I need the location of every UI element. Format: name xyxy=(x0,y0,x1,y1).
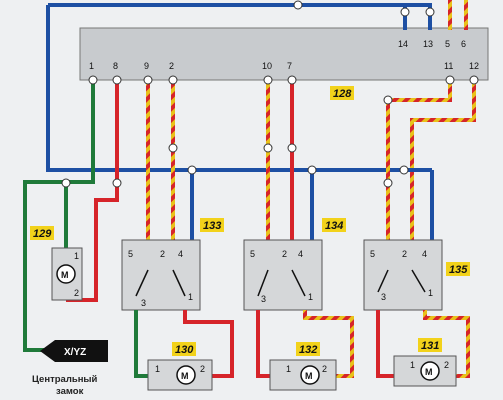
svg-text:1: 1 xyxy=(74,251,79,261)
svg-text:M: M xyxy=(181,371,189,381)
svg-text:6: 6 xyxy=(461,39,466,49)
svg-text:M: M xyxy=(61,270,69,280)
svg-text:2: 2 xyxy=(169,61,174,71)
svg-text:132: 132 xyxy=(299,344,317,356)
switch-134: 134 5 2 4 3 1 xyxy=(243,218,346,311)
svg-text:2: 2 xyxy=(200,364,205,374)
wire-striped2-135 xyxy=(410,80,476,240)
svg-text:134: 134 xyxy=(325,220,343,232)
svg-text:M: M xyxy=(305,371,313,381)
svg-text:12: 12 xyxy=(469,61,479,71)
caption-line2: замок xyxy=(56,386,84,397)
svg-text:11: 11 xyxy=(444,61,453,71)
wire-red-129 xyxy=(66,80,119,302)
svg-text:5: 5 xyxy=(445,39,450,49)
svg-text:131: 131 xyxy=(421,340,439,352)
wire-striped-135 xyxy=(386,80,452,240)
wire-blue-pin13 xyxy=(405,3,432,30)
switch-135: 135 5 2 4 3 1 xyxy=(363,239,470,311)
svg-text:8: 8 xyxy=(113,61,118,71)
svg-text:1: 1 xyxy=(89,61,94,71)
svg-text:10: 10 xyxy=(262,61,272,71)
svg-text:135: 135 xyxy=(449,264,468,276)
svg-text:2: 2 xyxy=(444,360,449,370)
svg-text:133: 133 xyxy=(203,220,221,232)
svg-text:1: 1 xyxy=(155,364,160,374)
wire-striped-132 xyxy=(303,310,354,378)
svg-text:2: 2 xyxy=(402,249,407,259)
label-129: 129 xyxy=(33,228,52,240)
motor-132: M 1 2 132 xyxy=(269,342,337,391)
wire-green-129 xyxy=(23,80,95,352)
label-box-129 xyxy=(30,226,54,240)
svg-text:1: 1 xyxy=(188,292,193,302)
svg-text:5: 5 xyxy=(370,249,375,259)
svg-text:4: 4 xyxy=(422,249,427,259)
svg-text:3: 3 xyxy=(141,298,146,308)
control-unit-pins: 1 8 9 2 10 7 11 12 14 13 5 6 xyxy=(89,39,479,71)
svg-text:5: 5 xyxy=(128,249,133,259)
svg-text:2: 2 xyxy=(322,364,327,374)
svg-text:1: 1 xyxy=(308,292,313,302)
svg-text:14: 14 xyxy=(398,39,408,49)
wire-blue-top xyxy=(46,5,404,172)
svg-text:2: 2 xyxy=(160,249,165,259)
wire-striped-131 xyxy=(423,310,470,378)
svg-text:13: 13 xyxy=(423,39,433,49)
svg-text:7: 7 xyxy=(287,61,292,71)
junction-top xyxy=(293,0,303,10)
svg-text:M: M xyxy=(425,367,433,377)
motor-icon-129 xyxy=(56,264,76,284)
svg-text:1: 1 xyxy=(410,360,415,370)
svg-text:1: 1 xyxy=(428,288,433,298)
svg-text:1: 1 xyxy=(286,364,291,374)
motor-130: M 1 2 130 xyxy=(147,342,213,391)
svg-text:5: 5 xyxy=(250,249,255,259)
switch-133: 133 5 2 4 3 1 xyxy=(121,218,224,311)
junction-pin14 xyxy=(400,7,410,17)
wire-blue-top-bus xyxy=(48,3,407,30)
label-128: 128 xyxy=(333,88,352,100)
label-box-128 xyxy=(330,86,354,100)
junction-pin13 xyxy=(425,7,435,17)
wire-red-130 xyxy=(183,310,234,378)
svg-text:130: 130 xyxy=(175,344,194,356)
connector-xyz xyxy=(40,340,108,362)
svg-text:3: 3 xyxy=(261,294,266,304)
svg-text:2: 2 xyxy=(282,249,287,259)
svg-text:4: 4 xyxy=(298,249,303,259)
motor-131: M 1 2 131 xyxy=(393,338,457,387)
svg-text:3: 3 xyxy=(381,292,386,302)
svg-text:4: 4 xyxy=(178,249,183,259)
svg-text:2: 2 xyxy=(74,288,79,298)
control-unit-128 xyxy=(79,27,489,81)
svg-text:9: 9 xyxy=(144,61,149,71)
caption-line1: Центральный xyxy=(32,374,98,385)
svg-text:X/YZ: X/YZ xyxy=(64,347,86,358)
